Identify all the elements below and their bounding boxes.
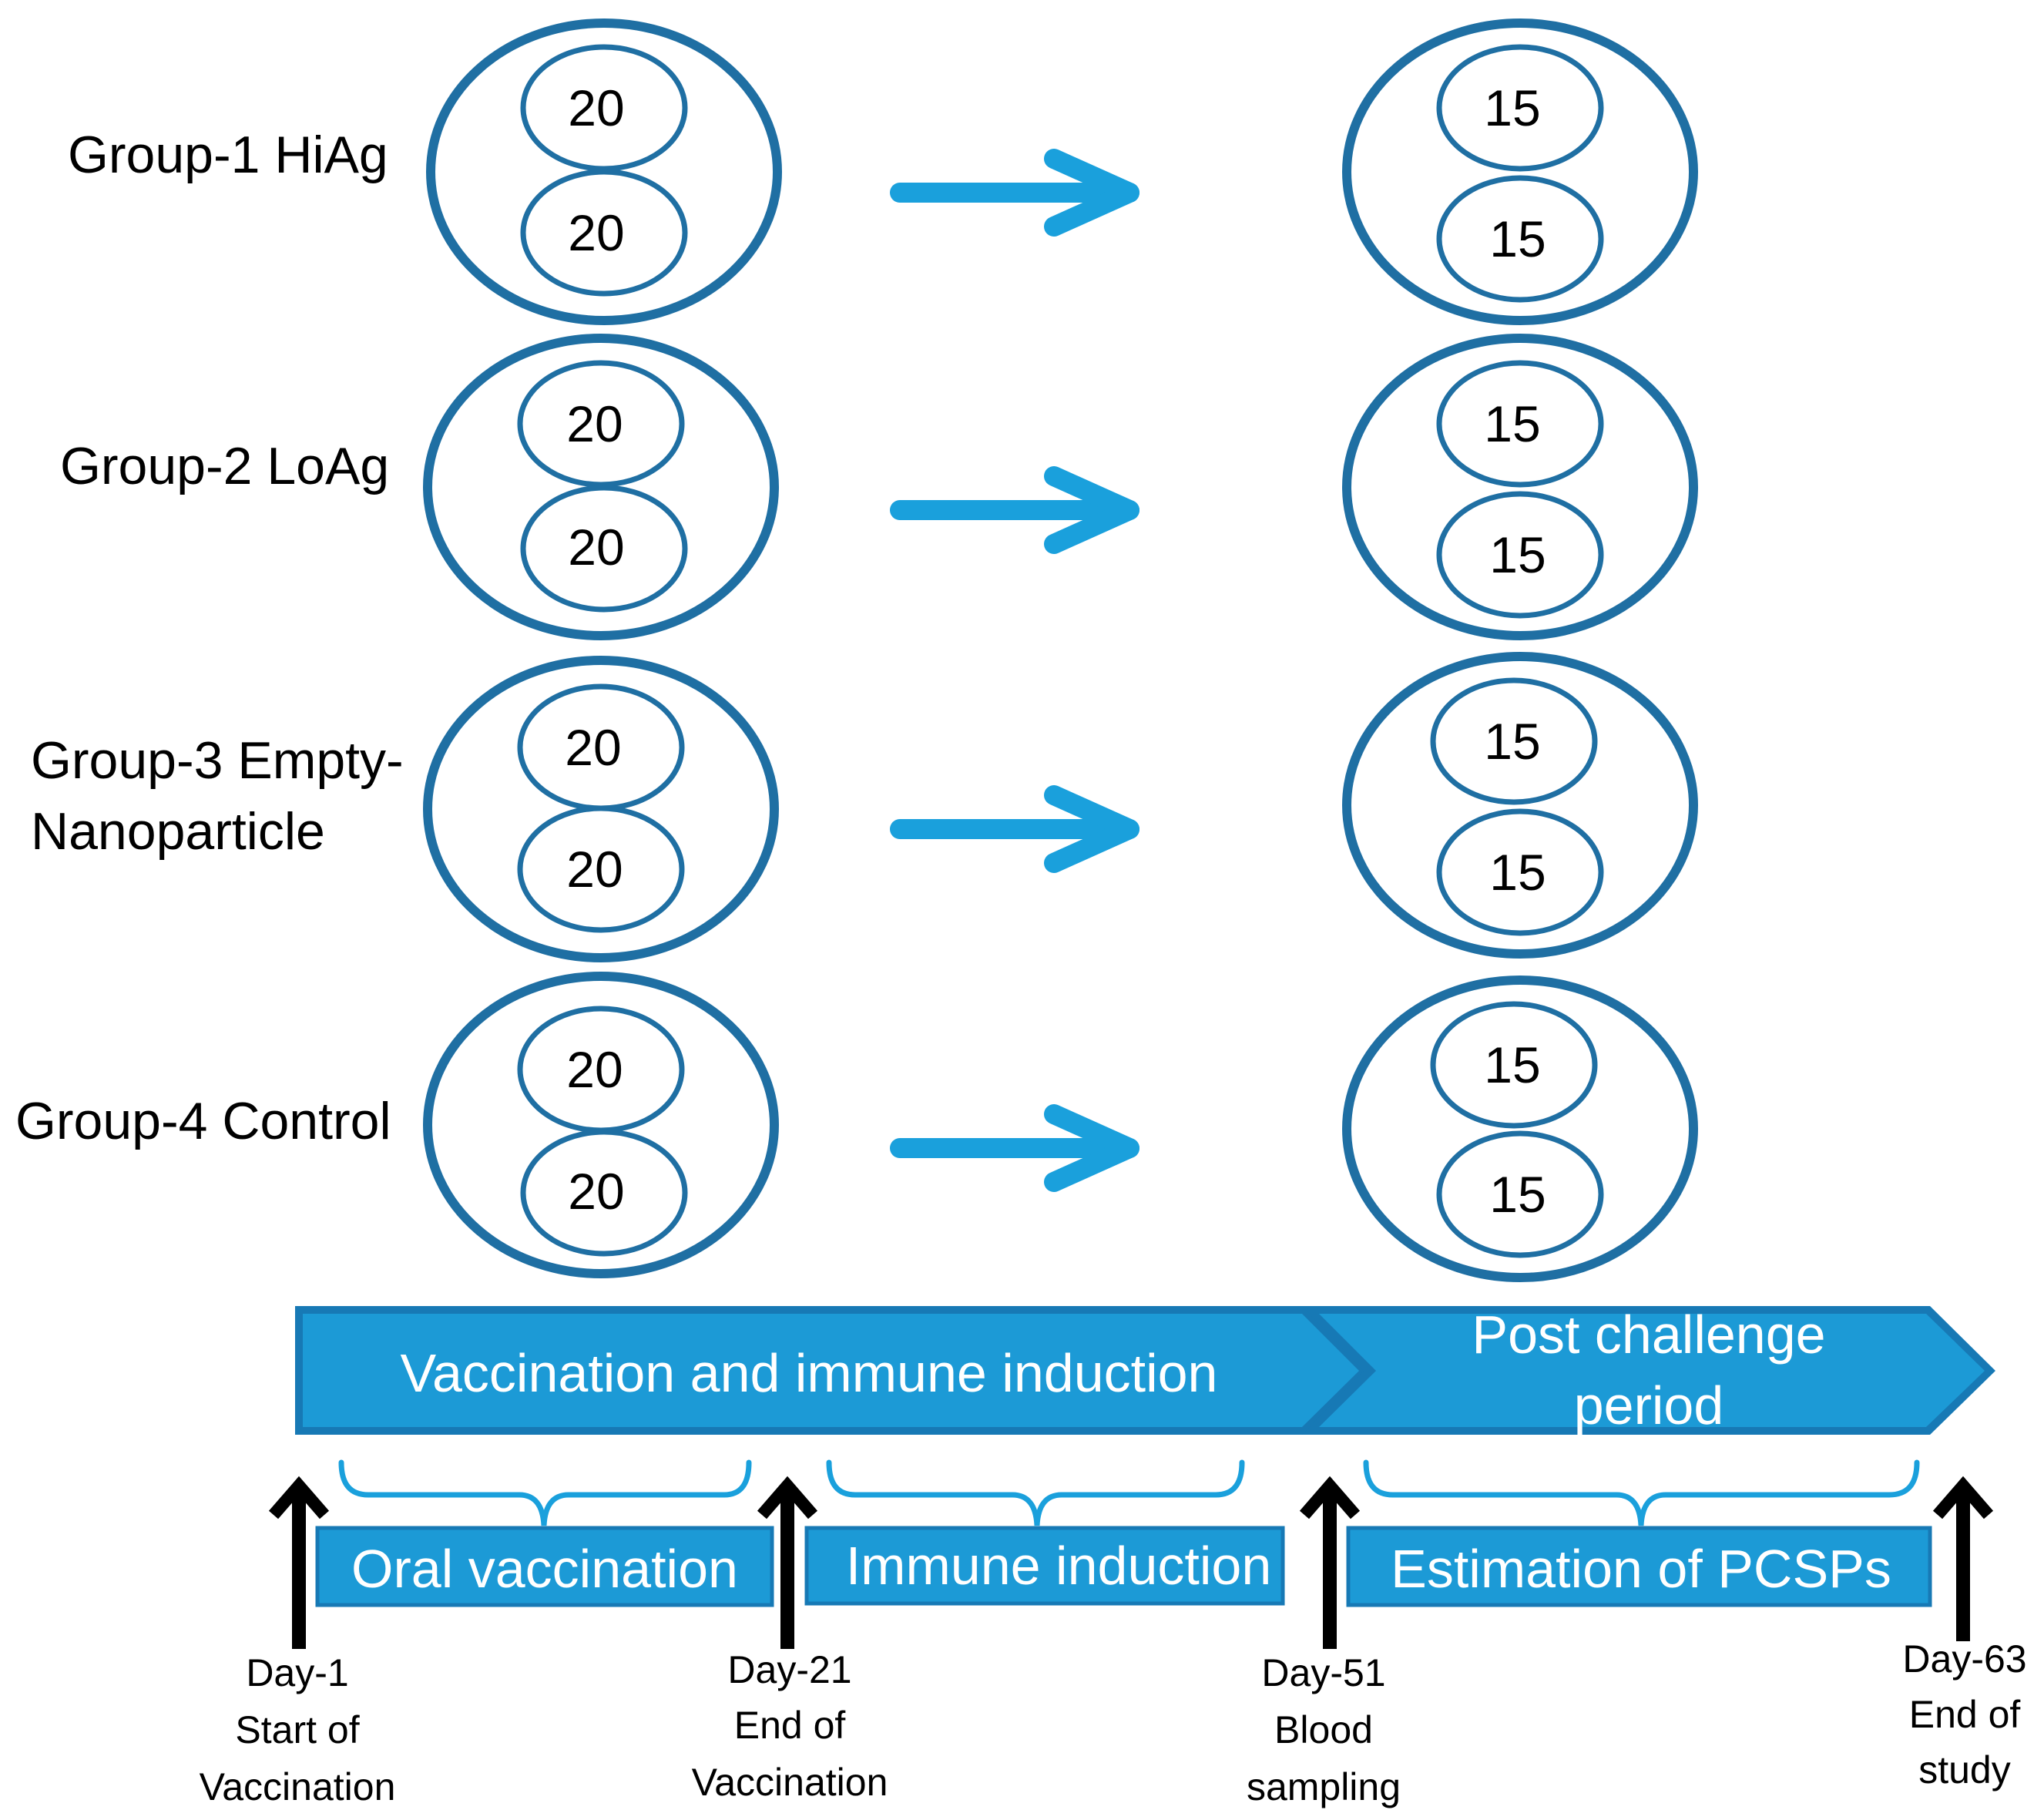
timepoint-line: Day-63 (1902, 1637, 2026, 1681)
end-subgroup-ring (1430, 677, 1598, 805)
phase-label-post-challenge: period (1574, 1375, 1724, 1436)
start-subgroup-ring (520, 1129, 688, 1257)
timepoint-line: End of (1909, 1693, 2021, 1736)
timepoint-label: Day-63 End of study (1902, 1637, 2026, 1791)
timepoint-line: End of (734, 1704, 846, 1747)
end-subgroup-ring (1436, 1130, 1604, 1258)
start-subgroup-ring (520, 485, 688, 613)
group-row: Group-1 HiAg 20 20 15 15 (68, 18, 1698, 325)
timepoint-line: Blood (1274, 1708, 1373, 1751)
end-subgroup-ring (1436, 808, 1604, 936)
start-count: 20 (565, 719, 621, 776)
end-subgroup-ring (1436, 491, 1604, 619)
end-count: 15 (1489, 1166, 1546, 1223)
group-label: Group-2 LoAg (60, 437, 389, 495)
timepoint-line: Day-51 (1261, 1651, 1385, 1694)
phase-label-post-challenge: Post challenge (1472, 1305, 1825, 1365)
timepoint-line: Day-21 (727, 1648, 851, 1691)
brace (1363, 1459, 1920, 1526)
end-count: 15 (1484, 395, 1540, 452)
start-count: 20 (568, 204, 624, 261)
start-count: 20 (568, 1163, 624, 1220)
end-count: 15 (1489, 526, 1546, 583)
progression-arrow (890, 466, 1139, 554)
end-count: 15 (1484, 1036, 1540, 1093)
end-cohort-ring (1342, 975, 1698, 1282)
start-count: 20 (568, 519, 624, 576)
group-row: Group-4 Control 20 20 15 15 (15, 972, 1698, 1282)
start-count: 20 (566, 841, 623, 898)
progression-arrow (890, 1104, 1139, 1192)
brace (338, 1459, 752, 1526)
activity-label: Immune induction (846, 1536, 1272, 1596)
end-subgroup-ring (1436, 44, 1604, 172)
start-count: 20 (566, 395, 623, 452)
timepoint-label: Day-1 Start of Vaccination (200, 1651, 396, 1808)
end-cohort-ring (1342, 18, 1698, 325)
progression-arrow (890, 785, 1139, 873)
activity-box-oral-vaccination: Oral vaccination (315, 1526, 774, 1607)
phase-banner-post-challenge: Post challenge period (1302, 1305, 1995, 1436)
group-label: Group-1 HiAg (68, 126, 388, 184)
timeline-arrow (268, 1476, 330, 1649)
start-count: 20 (568, 79, 624, 136)
timepoint-label: Day-51 Blood sampling (1247, 1651, 1401, 1808)
start-cohort-ring (423, 656, 779, 962)
timepoint-label: Day-21 End of Vaccination (692, 1648, 888, 1804)
activity-box-estimation-pcsps: Estimation of PCSPs (1346, 1526, 1932, 1607)
group-label: Nanoparticle (31, 802, 325, 861)
end-count: 15 (1484, 713, 1540, 770)
group-row: Group-3 Empty- Nanoparticle 20 20 15 15 (31, 652, 1698, 962)
timepoint-line: study (1918, 1748, 2011, 1791)
timeline-arrow (1299, 1476, 1361, 1649)
end-subgroup-ring (1436, 360, 1604, 488)
start-cohort-ring (423, 972, 779, 1278)
brace (826, 1459, 1245, 1526)
phase-label-vaccination: Vaccination and immune induction (400, 1343, 1217, 1403)
start-count: 20 (566, 1041, 623, 1098)
end-subgroup-ring (1436, 175, 1604, 303)
timepoint-line: Start of (235, 1708, 359, 1751)
end-subgroup-ring (1430, 1001, 1598, 1129)
activity-box-immune-induction: Immune induction (804, 1526, 1285, 1606)
start-subgroup-ring (517, 805, 685, 933)
group-label: Group-3 Empty- (31, 731, 404, 790)
start-subgroup-ring (520, 44, 688, 172)
timepoint-line: Day-1 (246, 1651, 348, 1694)
timepoint-line: sampling (1247, 1765, 1401, 1808)
start-subgroup-ring (520, 169, 688, 297)
activity-label: Oral vaccination (351, 1539, 738, 1599)
phase-banner-vaccination: Vaccination and immune induction (295, 1306, 1370, 1435)
progression-arrow (890, 149, 1139, 237)
start-subgroup-ring (517, 360, 685, 488)
timepoint-line: Vaccination (692, 1761, 888, 1804)
timeline-arrow (757, 1476, 818, 1649)
end-count: 15 (1484, 79, 1540, 136)
end-count: 15 (1489, 844, 1546, 901)
start-cohort-ring (423, 334, 779, 640)
end-count: 15 (1489, 210, 1546, 267)
timepoint-line: Vaccination (200, 1765, 396, 1808)
group-label: Group-4 Control (15, 1092, 391, 1150)
group-row: Group-2 LoAg 20 20 15 15 (60, 334, 1698, 640)
timeline-arrow (1932, 1476, 1994, 1641)
activity-label: Estimation of PCSPs (1391, 1539, 1891, 1599)
end-cohort-ring (1342, 334, 1698, 640)
start-cohort-ring (426, 18, 782, 325)
end-cohort-ring (1342, 652, 1698, 959)
